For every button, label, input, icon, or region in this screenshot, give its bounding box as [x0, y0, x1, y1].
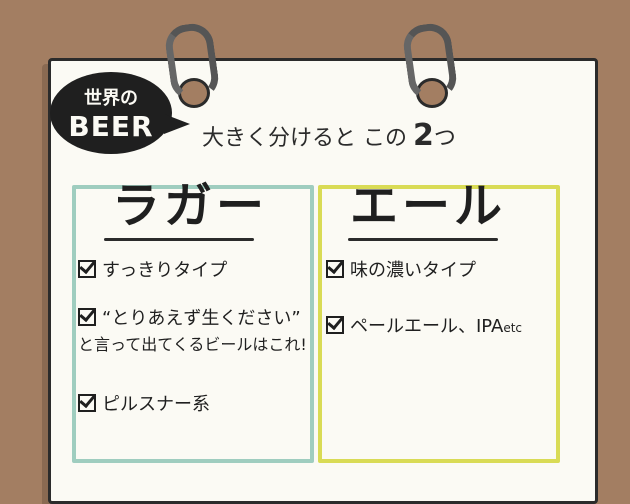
lager-title: ラガー — [112, 178, 269, 234]
lager-title-underline — [104, 238, 254, 241]
headline-suffix: つ — [433, 126, 456, 151]
headline-number: 2 — [413, 118, 434, 153]
lager-item-2: “とりあえず生ください” と言って出てくるビールはこれ! — [78, 306, 307, 358]
check-icon — [78, 308, 96, 326]
lager-item-1: すっきりタイプ — [78, 258, 227, 284]
check-icon — [326, 316, 344, 334]
badge-line2: BEER — [68, 110, 154, 143]
ale-item-2-small: etc — [503, 321, 523, 335]
ale-title-underline — [348, 238, 498, 241]
ale-item-1: 味の濃いタイプ — [326, 258, 476, 284]
check-icon — [326, 260, 344, 278]
lager-item-2-text2: と言って出てくるビールはこれ! — [78, 335, 307, 354]
lager-item-3: ピルスナー系 — [78, 392, 210, 418]
ale-item-2: ペールエール、IPAetc — [326, 314, 522, 341]
badge-line1: 世界の — [84, 88, 138, 109]
lager-item-2-text: “とりあえず生ください” — [102, 308, 301, 329]
binder-hole-left — [178, 78, 210, 108]
lager-item-3-text: ピルスナー系 — [102, 394, 210, 415]
ale-column — [318, 185, 560, 463]
ale-title: エール — [350, 178, 507, 234]
ale-item-1-text: 味の濃いタイプ — [350, 260, 476, 281]
check-icon — [78, 260, 96, 278]
binder-hole-right — [416, 78, 448, 108]
headline-text: 大きく分けると この — [202, 126, 407, 151]
world-beer-badge: 世界の BEER — [50, 72, 190, 154]
ale-item-2-text: ペールエール、IPA — [350, 316, 504, 337]
check-icon — [78, 394, 96, 412]
lager-item-1-text: すっきりタイプ — [102, 260, 228, 281]
speech-tail-icon — [164, 114, 190, 134]
lager-column — [72, 185, 314, 463]
